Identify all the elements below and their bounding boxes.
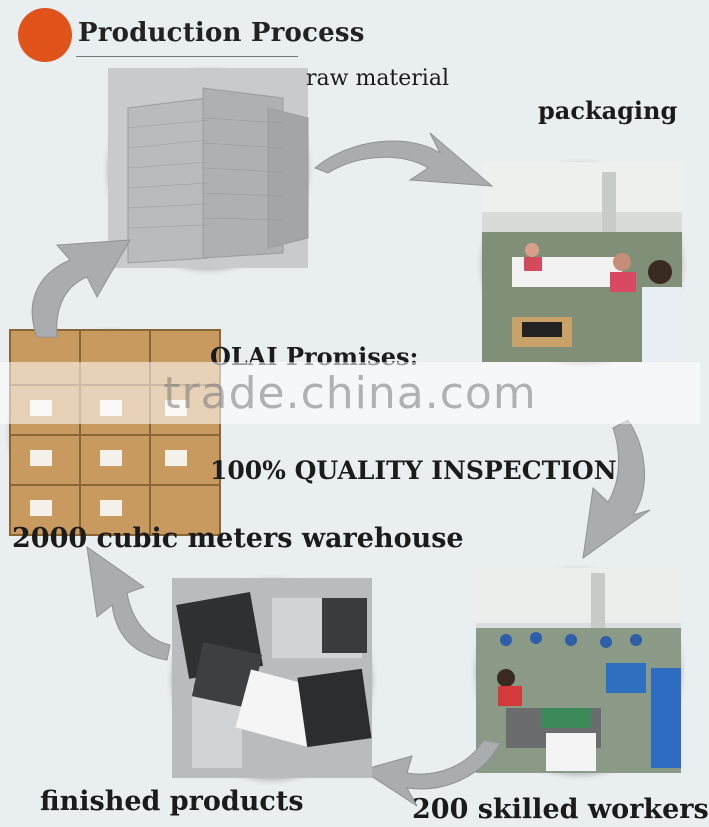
finished-products-photo [172, 578, 372, 778]
arrow-finished-to-warehouse-icon [86, 545, 171, 661]
quality-inspection-text: 100% QUALITY INSPECTION [210, 456, 617, 485]
finished-products-label: finished products [40, 786, 304, 817]
watermark-band [0, 362, 700, 424]
arrow-warehouse-to-raw-icon [31, 239, 131, 338]
raw-material-label: raw material [306, 66, 449, 91]
arrow-workers-to-finished-icon [360, 739, 501, 807]
watermark-text: trade.china.com [163, 368, 537, 419]
warehouse-photo [9, 329, 221, 536]
skilled-workers-photo [476, 568, 681, 773]
assembly-line-icon [476, 568, 681, 773]
product-boxes-icon [172, 578, 372, 778]
title-underline [76, 56, 298, 57]
packaging-photo [482, 162, 682, 362]
arrow-packaging-to-workers-icon [582, 419, 651, 560]
factory-floor-icon [482, 162, 682, 362]
skilled-workers-label: 200 skilled workers [412, 794, 709, 825]
carton-boxes-icon [9, 329, 221, 536]
warehouse-label: 2000 cubic meters warehouse [12, 523, 464, 554]
arrow-raw-to-packaging-icon [314, 132, 494, 187]
header-dot [18, 8, 72, 62]
page-title: Production Process [78, 18, 365, 48]
paper-stack-icon [108, 68, 309, 268]
packaging-label: packaging [538, 96, 678, 125]
raw-material-photo [108, 68, 309, 268]
